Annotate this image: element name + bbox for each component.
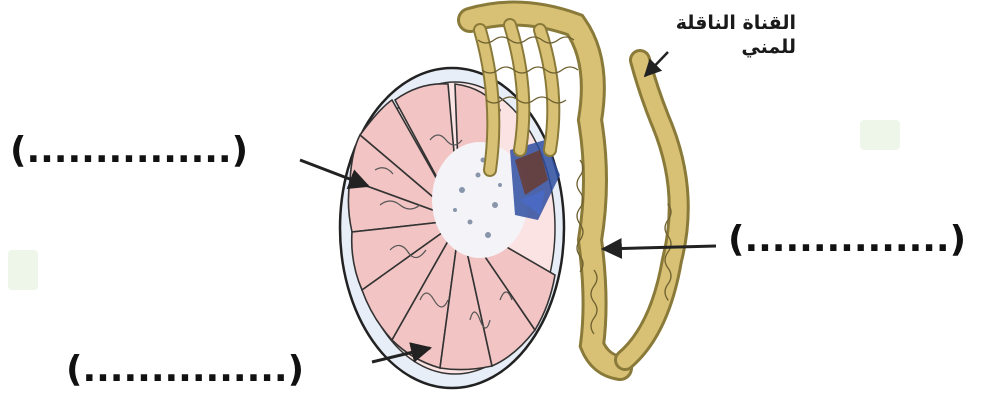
blank-label-lobules: (...............) [10, 133, 248, 169]
vas-deferens [625, 60, 679, 360]
vas-deferens-label-line-2: للمني [646, 36, 796, 60]
arrow-to-epididymis [603, 246, 716, 249]
blank-label-epididymis: (...............) [728, 222, 966, 258]
vas-deferens-label-line-1: القناة الناقلة [646, 12, 796, 36]
vas-deferens-label: القناة الناقلة للمني [646, 12, 796, 60]
blank-label-tunica: (...............) [66, 352, 304, 388]
